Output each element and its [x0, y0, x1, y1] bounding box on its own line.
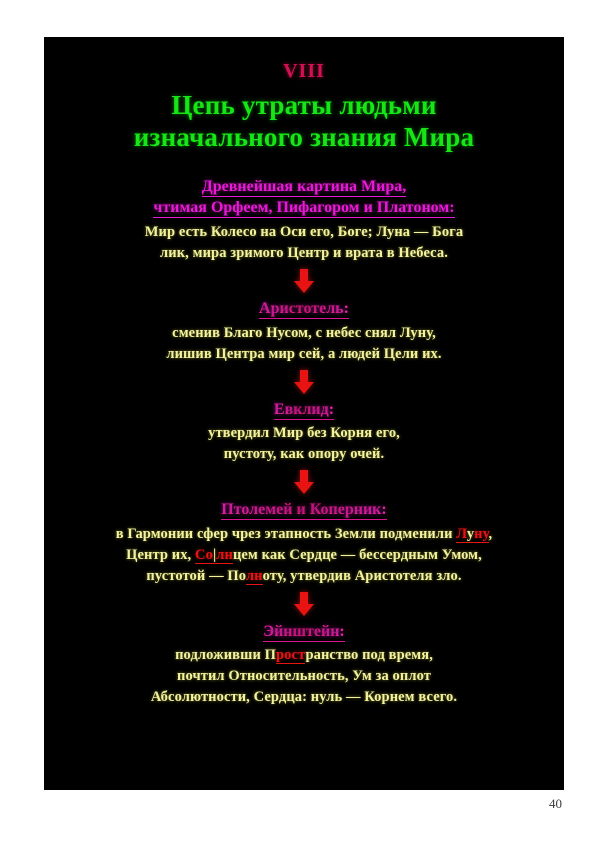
highlighted-text: Л — [456, 525, 467, 543]
block-heading-line: Аристотель: — [259, 299, 349, 319]
highlighted-text: рост — [276, 647, 306, 665]
body-text: почтил Относительность, Ум за оплот — [177, 668, 431, 685]
highlighted-text: лн — [216, 546, 233, 564]
body-text: оту, утвердив Аристотеля зло. — [262, 567, 462, 584]
block-heading-line: чтимая Орфеем, Пифагором и Платоном: — [153, 199, 455, 219]
body-text: в Гармонии сфер чрез этапность Земли под… — [115, 525, 457, 542]
block-heading-ancient: Древнейшая картина Мира, чтимая Орфеем, … — [44, 176, 564, 219]
body-line: в Гармонии сфер чрез этапность Земли под… — [44, 524, 564, 545]
block-heading-ptolemy-copernicus: Птолемей и Коперник: — [44, 499, 564, 521]
arrow-connector-3 — [44, 465, 564, 499]
arrow-down-icon — [294, 369, 314, 394]
block-heading-line: Эйнштейн: — [263, 622, 345, 642]
chain-block-euclid: Евклид: утвердил Мир без Корня его, пуст… — [44, 399, 564, 466]
body-line: подложивши Пространство под время, — [44, 645, 564, 666]
arrow-connector-4 — [44, 587, 564, 621]
block-heading-einstein: Эйнштейн: — [44, 621, 564, 643]
body-text: цем как Сердце — бессердным Умом, — [232, 546, 482, 563]
block-body-ptolemy-copernicus: в Гармонии сфер чрез этапность Земли под… — [44, 524, 564, 587]
body-line: лишив Центра мир сей, а людей Цели их. — [166, 345, 442, 362]
body-line: утвердил Мир без Корня его, — [208, 425, 400, 442]
block-body-ancient: Мир есть Колесо на Оси его, Боге; Луна —… — [44, 222, 564, 264]
page-title: Цепь утраты людьми изначального знания М… — [44, 90, 564, 154]
arrow-down-icon — [294, 268, 314, 293]
block-heading-line: Евклид: — [273, 400, 335, 420]
slide-content: VIII Цепь утраты людьми изначального зна… — [44, 37, 564, 708]
page-title-line-1: Цепь утраты людьми — [171, 90, 437, 120]
body-line: пустотой — Полноту, утвердив Аристотеля … — [44, 566, 564, 587]
body-text: ранство под время, — [305, 647, 433, 664]
body-line: почтил Относительность, Ум за оплот — [44, 666, 564, 687]
body-text: подложивши П — [175, 647, 277, 664]
block-body-aristotle: сменив Благо Нусом, с небес снял Луну, л… — [44, 323, 564, 365]
body-text: пустотой — По — [146, 567, 246, 584]
body-text: , — [488, 525, 493, 542]
chapter-number: VIII — [283, 60, 325, 82]
chain-block-aristotle: Аристотель: сменив Благо Нусом, с небес … — [44, 298, 564, 365]
slide-panel: VIII Цепь утраты людьми изначального зна… — [44, 37, 564, 790]
block-heading-line: Древнейшая картина Мира, — [201, 177, 407, 197]
body-text: Абсолютности, Сердца: нуль — Корнем всег… — [150, 689, 458, 706]
highlighted-text: у — [466, 525, 475, 543]
highlighted-text: Со — [195, 546, 213, 564]
arrow-down-icon — [294, 591, 314, 616]
arrow-connector-2 — [44, 365, 564, 399]
block-body-euclid: утвердил Мир без Корня его, пустоту, как… — [44, 423, 564, 465]
highlighted-text: ну — [474, 525, 489, 543]
body-line: Центр их, Со|лнцем как Сердце — бессердн… — [44, 545, 564, 566]
page-number: 40 — [549, 796, 562, 811]
chain-block-ptolemy-copernicus: Птолемей и Коперник: в Гармонии сфер чре… — [44, 499, 564, 587]
body-text: Центр их, — [126, 546, 196, 563]
body-line: лик, мира зримого Центр и врата в Небеса… — [160, 244, 448, 261]
body-line: Мир есть Колесо на Оси его, Боге; Луна —… — [144, 223, 464, 240]
arrow-down-icon — [294, 470, 314, 495]
chain-block-einstein: Эйнштейн: подложивши Пространство под вр… — [44, 621, 564, 709]
block-body-einstein: подложивши Пространство под время, почтил… — [44, 645, 564, 708]
block-heading-aristotle: Аристотель: — [44, 298, 564, 320]
body-line: сменив Благо Нусом, с небес снял Луну, — [172, 324, 436, 341]
block-heading-euclid: Евклид: — [44, 399, 564, 421]
chain-block-ancient: Древнейшая картина Мира, чтимая Орфеем, … — [44, 176, 564, 264]
arrow-connector-1 — [44, 264, 564, 298]
page-title-line-2: изначального знания Мира — [133, 121, 475, 152]
body-line: Абсолютности, Сердца: нуль — Корнем всег… — [44, 687, 564, 708]
body-line: пустоту, как опору очей. — [223, 446, 385, 463]
block-heading-line: Птолемей и Коперник: — [221, 501, 387, 521]
highlighted-text: | — [212, 546, 217, 564]
highlighted-text: лн — [245, 567, 263, 585]
